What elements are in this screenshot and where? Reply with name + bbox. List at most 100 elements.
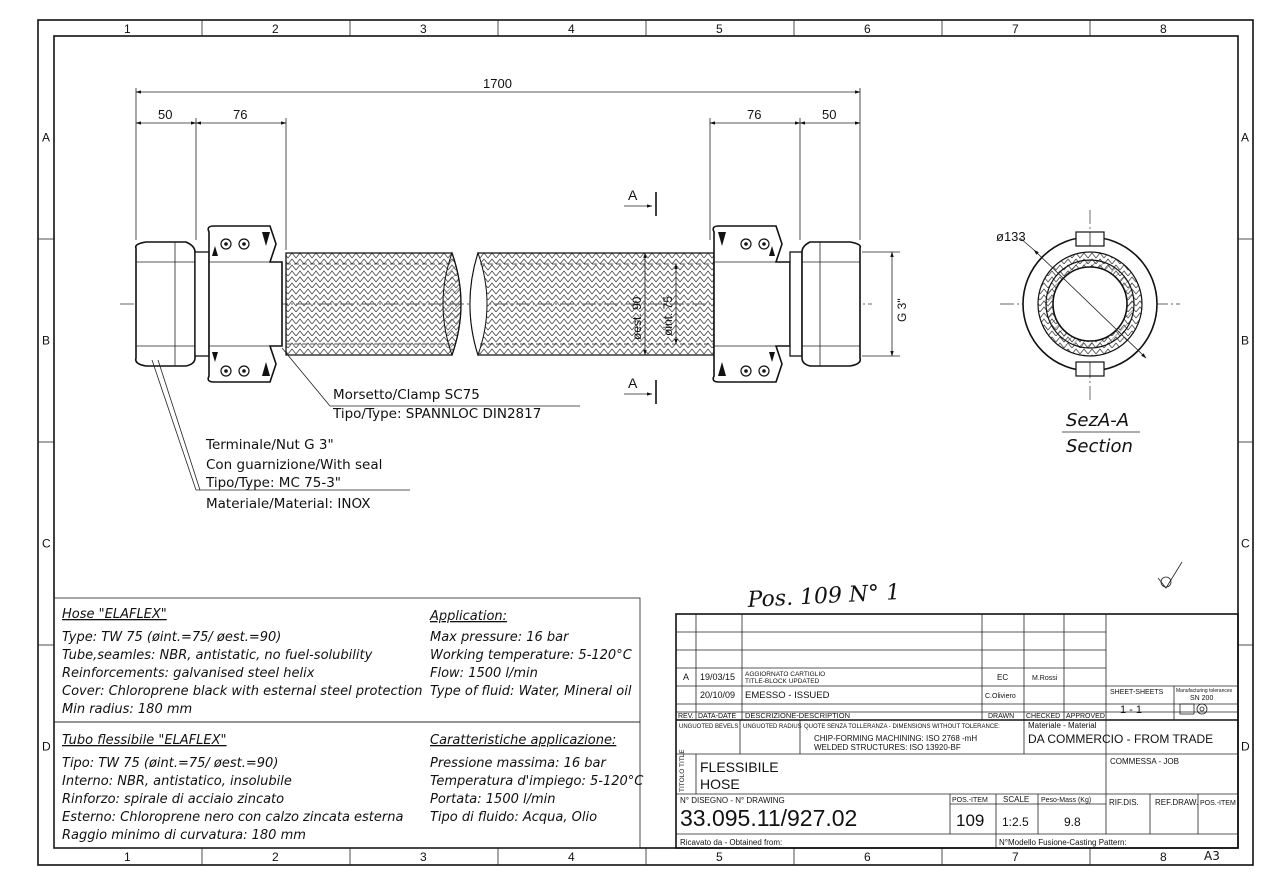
svg-text:20/10/09: 20/10/09 [700,690,735,700]
svg-text:Tipo/Type: SPANNLOC DIN2817: Tipo/Type: SPANNLOC DIN2817 [332,406,541,422]
zone-col-bottom-3: 3 [420,850,427,864]
zone-col-bottom-1: 1 [124,850,131,864]
obtained-from-label: Ricavato da - Obtained from: [680,838,782,847]
pos-item-label: POS.-ITEM [1200,800,1236,807]
zone-row-left-A: A [42,131,50,145]
dim-right-nut: 50 [822,107,836,122]
title-label: TITOLO TITLE [679,749,686,792]
tol-header: QUOTE SENZA TOLLERANZA - DIMENSIONS WITH… [804,724,1000,730]
svg-text:AGGIORNATO CARTIGLIO: AGGIORNATO CARTIGLIO [745,671,825,678]
zone-col-top-8: 8 [1160,22,1167,36]
std-value: SN 200 [1190,695,1213,702]
svg-text:Morsetto/Clamp SC75: Morsetto/Clamp SC75 [333,387,480,403]
section-title: SezA-A [1066,410,1129,431]
svg-text:Cover: Chloroprene black with: Cover: Chloroprene black with esternal s… [62,684,423,699]
svg-text:Tipo: TW 75 (øint.=75/ øest.=: Tipo: TW 75 (øint.=75/ øest.=90) [62,756,278,771]
dim-outer-diameter: øest. 90 [630,296,644,340]
material-label: Materiale - Material [1028,721,1097,730]
svg-text:DESCRIZIONE-DESCRIPTION: DESCRIZIONE-DESCRIPTION [745,711,850,720]
drawing-label: N° DISEGNO - N° DRAWING [680,796,785,805]
zone-col-top-7: 7 [1012,22,1019,36]
svg-text:Type: TW 75 (øint.=75/ øest.=: Type: TW 75 (øint.=75/ øest.=90) [62,630,281,645]
zone-col-top-4: 4 [568,22,575,36]
left-clamp [207,225,283,383]
hose-break-right [469,251,488,357]
right-clamp [712,225,791,383]
svg-text:REV.: REV. [678,713,694,720]
zone-row-right-D: D [1241,740,1250,754]
right-nut [789,241,862,367]
clamp-callout: Morsetto/Clamp SC75 Tipo/Type: SPANNLOC … [332,387,541,422]
spec-it-title: Tubo flessibile "ELAFLEX" [62,733,227,748]
dimensions: 1700 50 76 76 50 øest. 90 øint. 75 G 3" [135,76,909,357]
svg-text:A: A [628,375,638,391]
handwritten-note: Pos. 109 N° 1 [746,580,901,613]
spec-en-title: Hose "ELAFLEX" [62,607,167,622]
spec-en-app-title: Application: [429,609,507,624]
svg-text:Materiale/Material: INOX: Materiale/Material: INOX [206,496,370,512]
zone-col-bottom-7: 7 [1012,850,1019,864]
zone-col-top-1: 1 [124,22,131,36]
svg-text:Interno: NBR, antistatico, in: Interno: NBR, antistatico, insolubile [62,774,292,789]
svg-text:A: A [628,187,638,203]
svg-text:Raggio minimo di curvatura: 1: Raggio minimo di curvatura: 180 mm [62,828,306,843]
svg-text:A: A [683,672,689,682]
svg-text:Working temperature: 5-120°C: Working temperature: 5-120°C [430,648,633,663]
tol-weld: WELDED STRUCTURES: ISO 13920-BF [814,743,961,752]
zone-col-bottom-2: 2 [272,850,279,864]
zone-col-bottom-6: 6 [864,850,871,864]
title-block: A 19/03/15 AGGIORNATO CARTIGLIO TITLE-BL… [675,613,1239,849]
svg-text:EMESSO - ISSUED: EMESSO - ISSUED [745,690,830,701]
svg-text:Tube,seamles: NBR, antistatic,: Tube,seamles: NBR, antistatic, no fuel-s… [62,648,373,663]
svg-text:Max pressure: 16 bar: Max pressure: 16 bar [430,630,570,645]
std-label: Manufacturing tolerances [1176,688,1233,694]
spec-it-app-title: Caratteristiche applicazione: [430,733,616,748]
hose-left-segment [285,252,462,356]
svg-text:DATA-DATE: DATA-DATE [698,713,736,720]
zone-row-left-D: D [42,740,51,754]
sheet-value: 1 - 1 [1120,704,1142,716]
svg-text:Reinforcements: galvanised st: Reinforcements: galvanised steel helix [62,666,315,681]
svg-text:19/03/15: 19/03/15 [700,672,735,682]
material-value: DA COMMERCIO - FROM TRADE [1028,732,1213,746]
casting-pattern-label: N°Modello Fusione-Casting Pattern: [999,838,1127,847]
svg-text:Flow: 1500 l/min: Flow: 1500 l/min [430,666,538,681]
section-marker-top: A [624,187,657,216]
svg-text:Min radius: 180 mm: Min radius: 180 mm [62,702,192,717]
nut-callout: Terminale/Nut G 3" Con guarnizione/With … [205,437,382,512]
svg-text:Con guarnizione/With seal: Con guarnizione/With seal [206,457,382,473]
tol-chip: CHIP-FORMING MACHINING: ISO 2768 -mH [814,734,977,743]
svg-text:Terminale/Nut G 3": Terminale/Nut G 3" [205,437,334,453]
zone-col-bottom-8: 8 [1160,850,1167,864]
pos-label: POS.-ITEM [952,797,988,804]
svg-text:C.Oliviero: C.Oliviero [985,693,1016,700]
zone-row-right-B: B [1241,334,1249,348]
dim-overall-length: 1700 [483,76,512,91]
svg-text:Temperatura d'impiego: 5-120°: Temperatura d'impiego: 5-120°C [430,774,644,789]
section-marker-bottom: A [624,375,657,404]
svg-text:Type of fluid: Water, Mineral: Type of fluid: Water, Mineral oil [430,684,632,699]
zone-col-top-3: 3 [420,22,427,36]
dim-left-nut: 50 [158,107,172,122]
dim-right-clamp: 76 [747,107,761,122]
svg-text:Rinforzo: spirale di acciaio: Rinforzo: spirale di acciaio zincato [62,792,284,807]
title-italian: FLESSIBILE [700,759,779,775]
left-nut [134,241,210,367]
weight-label: Peso-Mass (Kg) [1041,797,1091,804]
zone-col-top-5: 5 [716,22,723,36]
svg-text:M.Rossi: M.Rossi [1032,675,1058,682]
svg-text:Portata: 1500 l/min: Portata: 1500 l/min [430,792,556,807]
dim-inner-diameter: øint. 75 [661,296,675,336]
dim-section-diameter: ø133 [996,229,1026,244]
hose-right-segment [469,252,715,356]
scale-label: SCALE [1003,795,1029,804]
zone-row-right-C: C [1241,537,1250,551]
revision-row-issued: 20/10/09 EMESSO - ISSUED C.Oliviero [700,690,1016,701]
zone-col-bottom-4: 4 [568,850,575,864]
zone-col-top-6: 6 [864,22,871,36]
scale-value: 1:2.5 [1002,815,1029,829]
dim-left-clamp: 76 [233,107,247,122]
